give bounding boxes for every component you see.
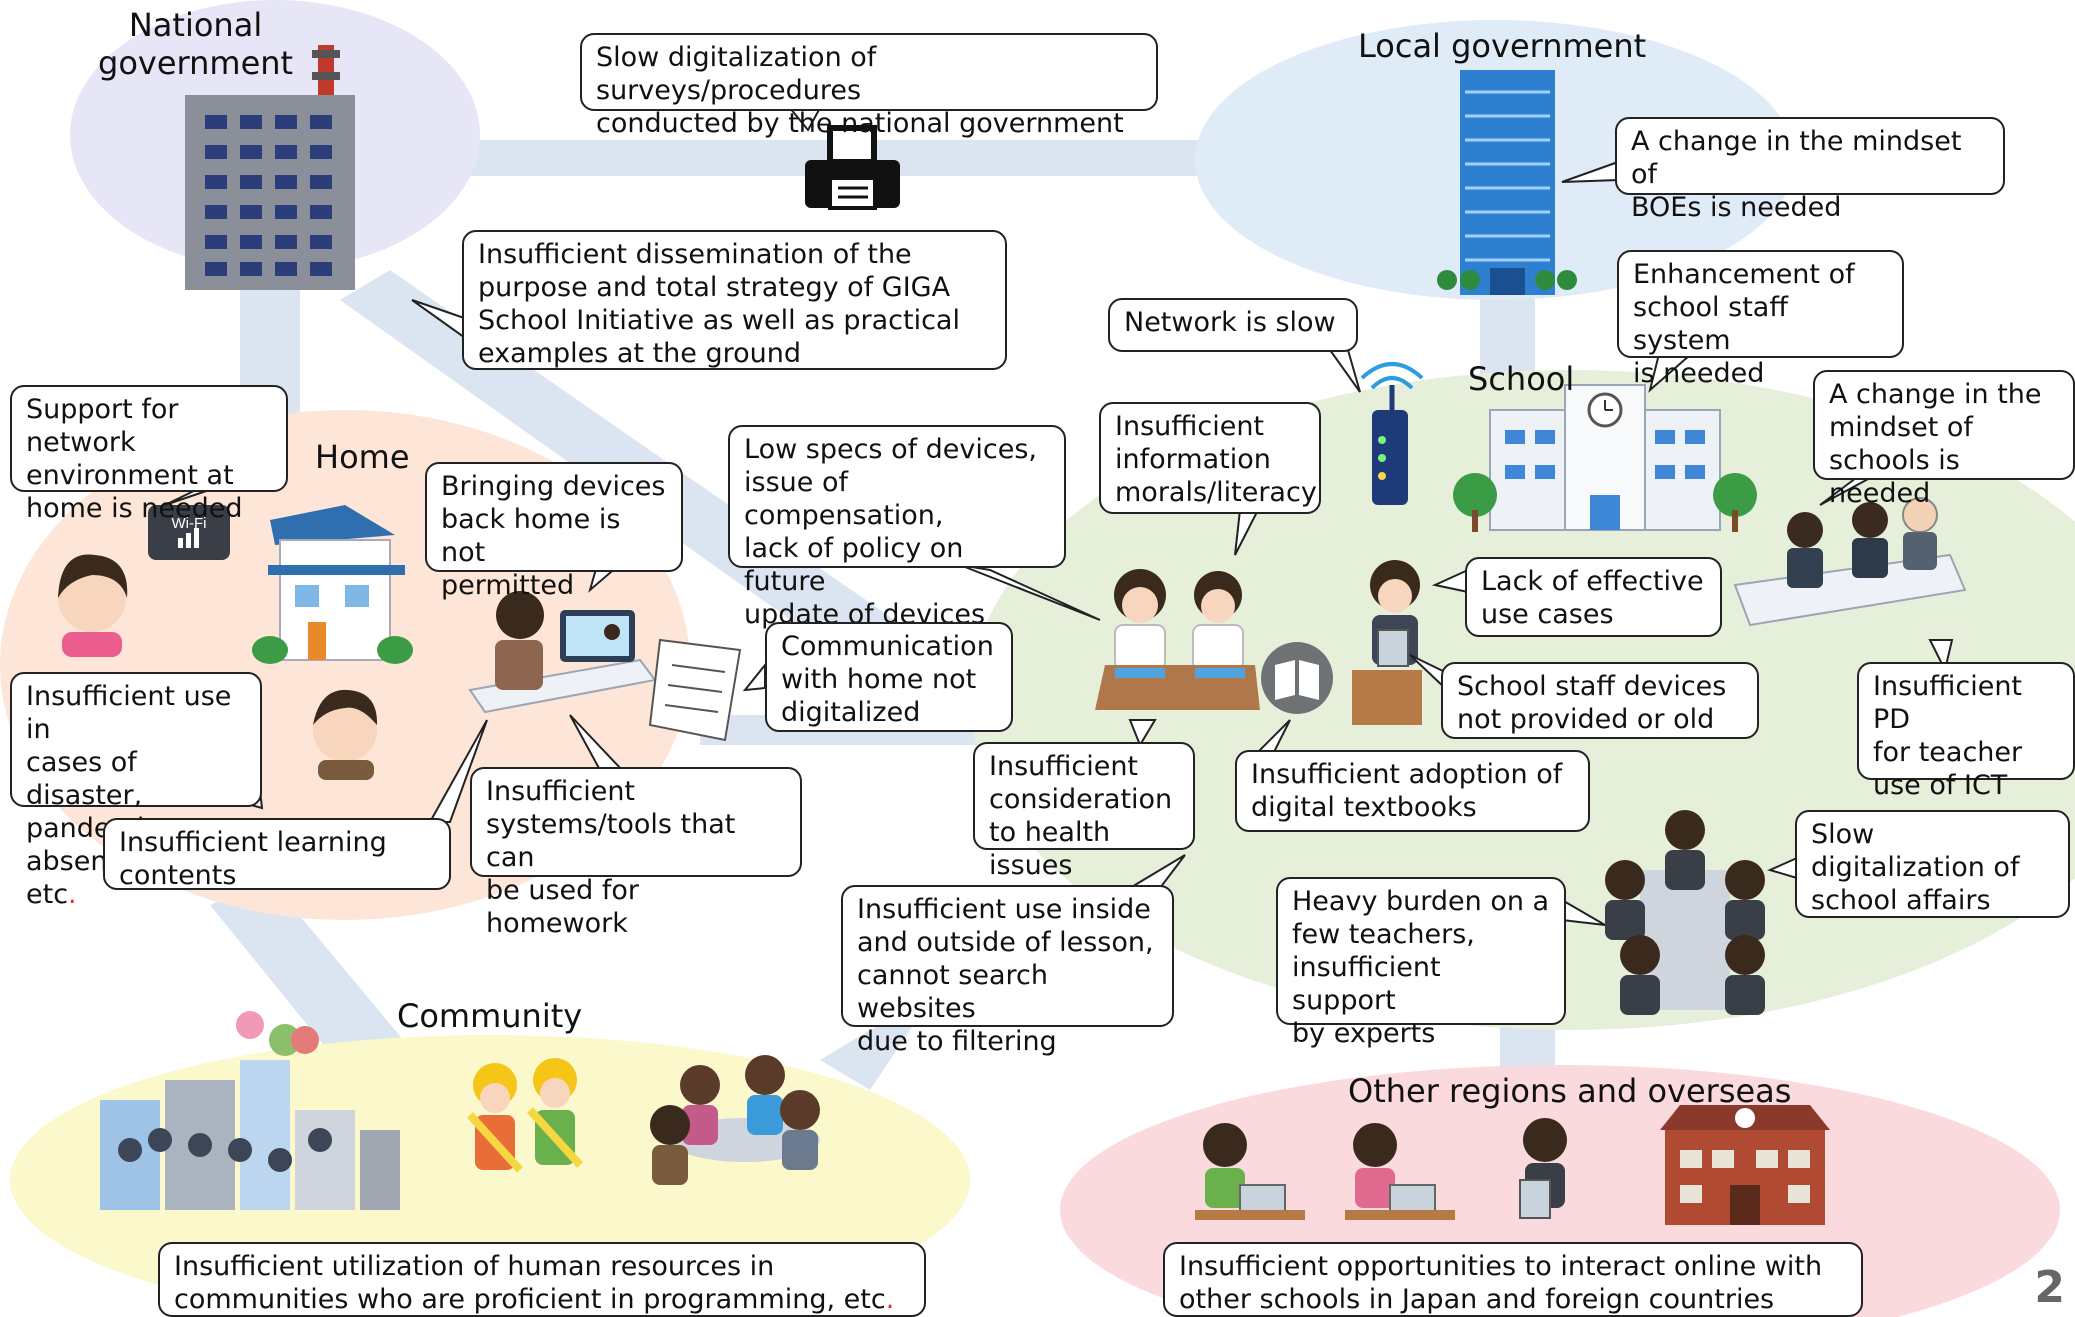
house-icon: [252, 505, 413, 664]
bubble-health: Insufficient consideration to health iss…: [973, 742, 1195, 881]
bubble-school-affairs: Slow digitalization of school affairs: [1795, 810, 2070, 918]
page-number: 2: [2034, 1262, 2065, 1313]
student-tablet-icon: [468, 591, 657, 714]
bubble-boe-mindset: A change in the mindset of BOEs is neede…: [1615, 117, 2005, 223]
bubble-disaster: Insufficient use in cases of disaster, p…: [10, 672, 262, 910]
router-icon: [1360, 362, 1424, 505]
bubble-network-slow: Network is slow: [1108, 298, 1358, 352]
city-crowd-icon: [100, 1011, 400, 1210]
students-icon: [1095, 569, 1260, 710]
school-title: School: [1468, 360, 1575, 398]
crossing-guards-icon: [467, 1058, 583, 1173]
bubble-learning-contents: Insufficient learning contents: [103, 818, 451, 891]
bubble-human-resources: Insufficient utilization of human resour…: [158, 1242, 926, 1317]
bubble-school-mindset: A change in the mindset of schools is ne…: [1813, 370, 2075, 509]
bubble-info-morals: Insufficient information morals/literacy: [1099, 402, 1321, 514]
tail-communication: [742, 662, 766, 692]
printer-icon: [805, 125, 900, 210]
connector-home-community: [210, 880, 420, 1090]
foreign-school-icon: [1660, 1105, 1830, 1225]
community-title: Community: [397, 997, 583, 1035]
bubble-use-inside: Insufficient use inside and outside of l…: [841, 885, 1174, 1057]
national-title: National government: [98, 6, 294, 82]
overseas-title: Other regions and overseas: [1348, 1072, 1792, 1110]
home-title: Home: [315, 438, 410, 476]
bubble-staff-devices: School staff devices not provided or old: [1441, 662, 1759, 739]
staff-meeting-icon: [1733, 497, 1967, 627]
local-building-icon: [1437, 70, 1577, 295]
bubble-effective-cases: Lack of effective use cases: [1465, 557, 1722, 637]
school-building-icon: [1453, 384, 1757, 532]
father-icon: [313, 689, 378, 780]
online-students-icon: [1195, 1118, 1567, 1220]
national-building-icon: [185, 45, 355, 290]
bubble-dissemination: Insufficient dissemination of the purpos…: [462, 230, 1007, 370]
bubble-teacher-pd: Insufficient PD for teacher use of ICT: [1857, 662, 2075, 801]
bubble-staff-system: Enhancement of school staff system is ne…: [1617, 250, 1904, 389]
teacher-icon: [1352, 560, 1422, 725]
tail-network: [1328, 349, 1361, 393]
bubble-home-network: Support for network environment at home …: [10, 385, 288, 524]
human-resources-dot: .: [885, 1284, 895, 1315]
wifi-label: Wi-Fi: [172, 515, 207, 532]
bubble-homework-tools: Insufficient systems/tools that can be u…: [470, 767, 802, 939]
tail-health: [1128, 719, 1157, 748]
local-title: Local government: [1358, 27, 1647, 65]
digital-textbook-icon: [1261, 642, 1333, 714]
bubble-tails: [164, 107, 1954, 926]
paper-notice-icon: [648, 638, 742, 742]
wifi-router-icon: Wi-Fi: [148, 505, 230, 560]
community-meeting-icon: [650, 1055, 820, 1185]
bubble-bring-home: Bringing devices back home is not permit…: [425, 462, 683, 601]
teacher-discussion-icon: [1605, 810, 1765, 1015]
disaster-dot: .: [68, 879, 77, 910]
bubble-heavy-burden: Heavy burden on a few teachers, insuffic…: [1276, 877, 1566, 1049]
bubble-low-specs: Low specs of devices, issue of compensat…: [728, 425, 1066, 630]
bubble-national-digitalization: Slow digitalization of surveys/procedure…: [580, 33, 1158, 139]
human-resources-text: Insufficient utilization of human resour…: [174, 1251, 886, 1315]
bubble-textbooks: Insufficient adoption of digital textboo…: [1235, 750, 1590, 832]
bubble-overseas-interaction: Insufficient opportunities to interact o…: [1163, 1242, 1863, 1317]
bubble-communication: Communication with home not digitalized: [765, 622, 1013, 732]
mother-icon: [58, 554, 128, 657]
